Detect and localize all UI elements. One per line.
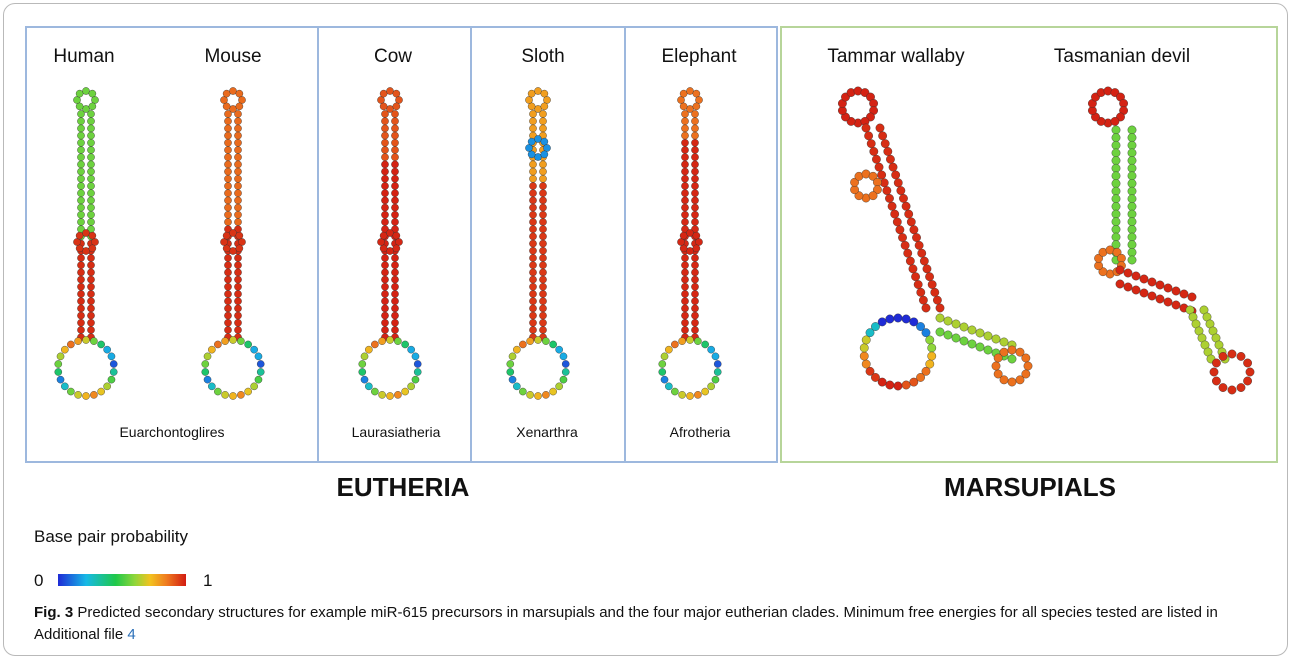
clade-label-xenarthra: Xenarthra — [516, 424, 577, 440]
legend-min-label: 0 — [34, 571, 43, 591]
clade-label-afrotheria: Afrotheria — [670, 424, 731, 440]
group-label-marsupials: MARSUPIALS — [944, 472, 1116, 503]
caption-link-additional-file[interactable]: 4 — [127, 626, 135, 643]
species-label-tasmanian-devil: Tasmanian devil — [1054, 46, 1190, 68]
group-label-eutheria: EUTHERIA — [337, 472, 470, 503]
legend-color-bar — [58, 574, 186, 586]
legend-title: Base pair probability — [34, 527, 188, 547]
panel-marsupials — [780, 26, 1278, 463]
clade-label-euarchontoglires: Euarchontoglires — [119, 424, 224, 440]
species-label-sloth: Sloth — [521, 46, 564, 68]
panel-afrotheria — [624, 26, 778, 463]
species-label-elephant: Elephant — [661, 46, 736, 68]
caption-text: Predicted secondary structures for examp… — [34, 604, 1218, 643]
species-label-cow: Cow — [374, 46, 412, 68]
species-label-mouse: Mouse — [204, 46, 261, 68]
clade-label-laurasiatheria: Laurasiatheria — [352, 424, 441, 440]
panel-xenarthra — [470, 26, 626, 463]
figure-caption: Fig. 3 Predicted secondary structures fo… — [34, 602, 1259, 646]
panel-euarchontoglires — [25, 26, 319, 463]
species-label-tammar-wallaby: Tammar wallaby — [827, 46, 964, 68]
species-label-human: Human — [53, 46, 114, 68]
caption-label: Fig. 3 — [34, 604, 73, 621]
panel-laurasiatheria — [317, 26, 472, 463]
legend-max-label: 1 — [203, 571, 212, 591]
